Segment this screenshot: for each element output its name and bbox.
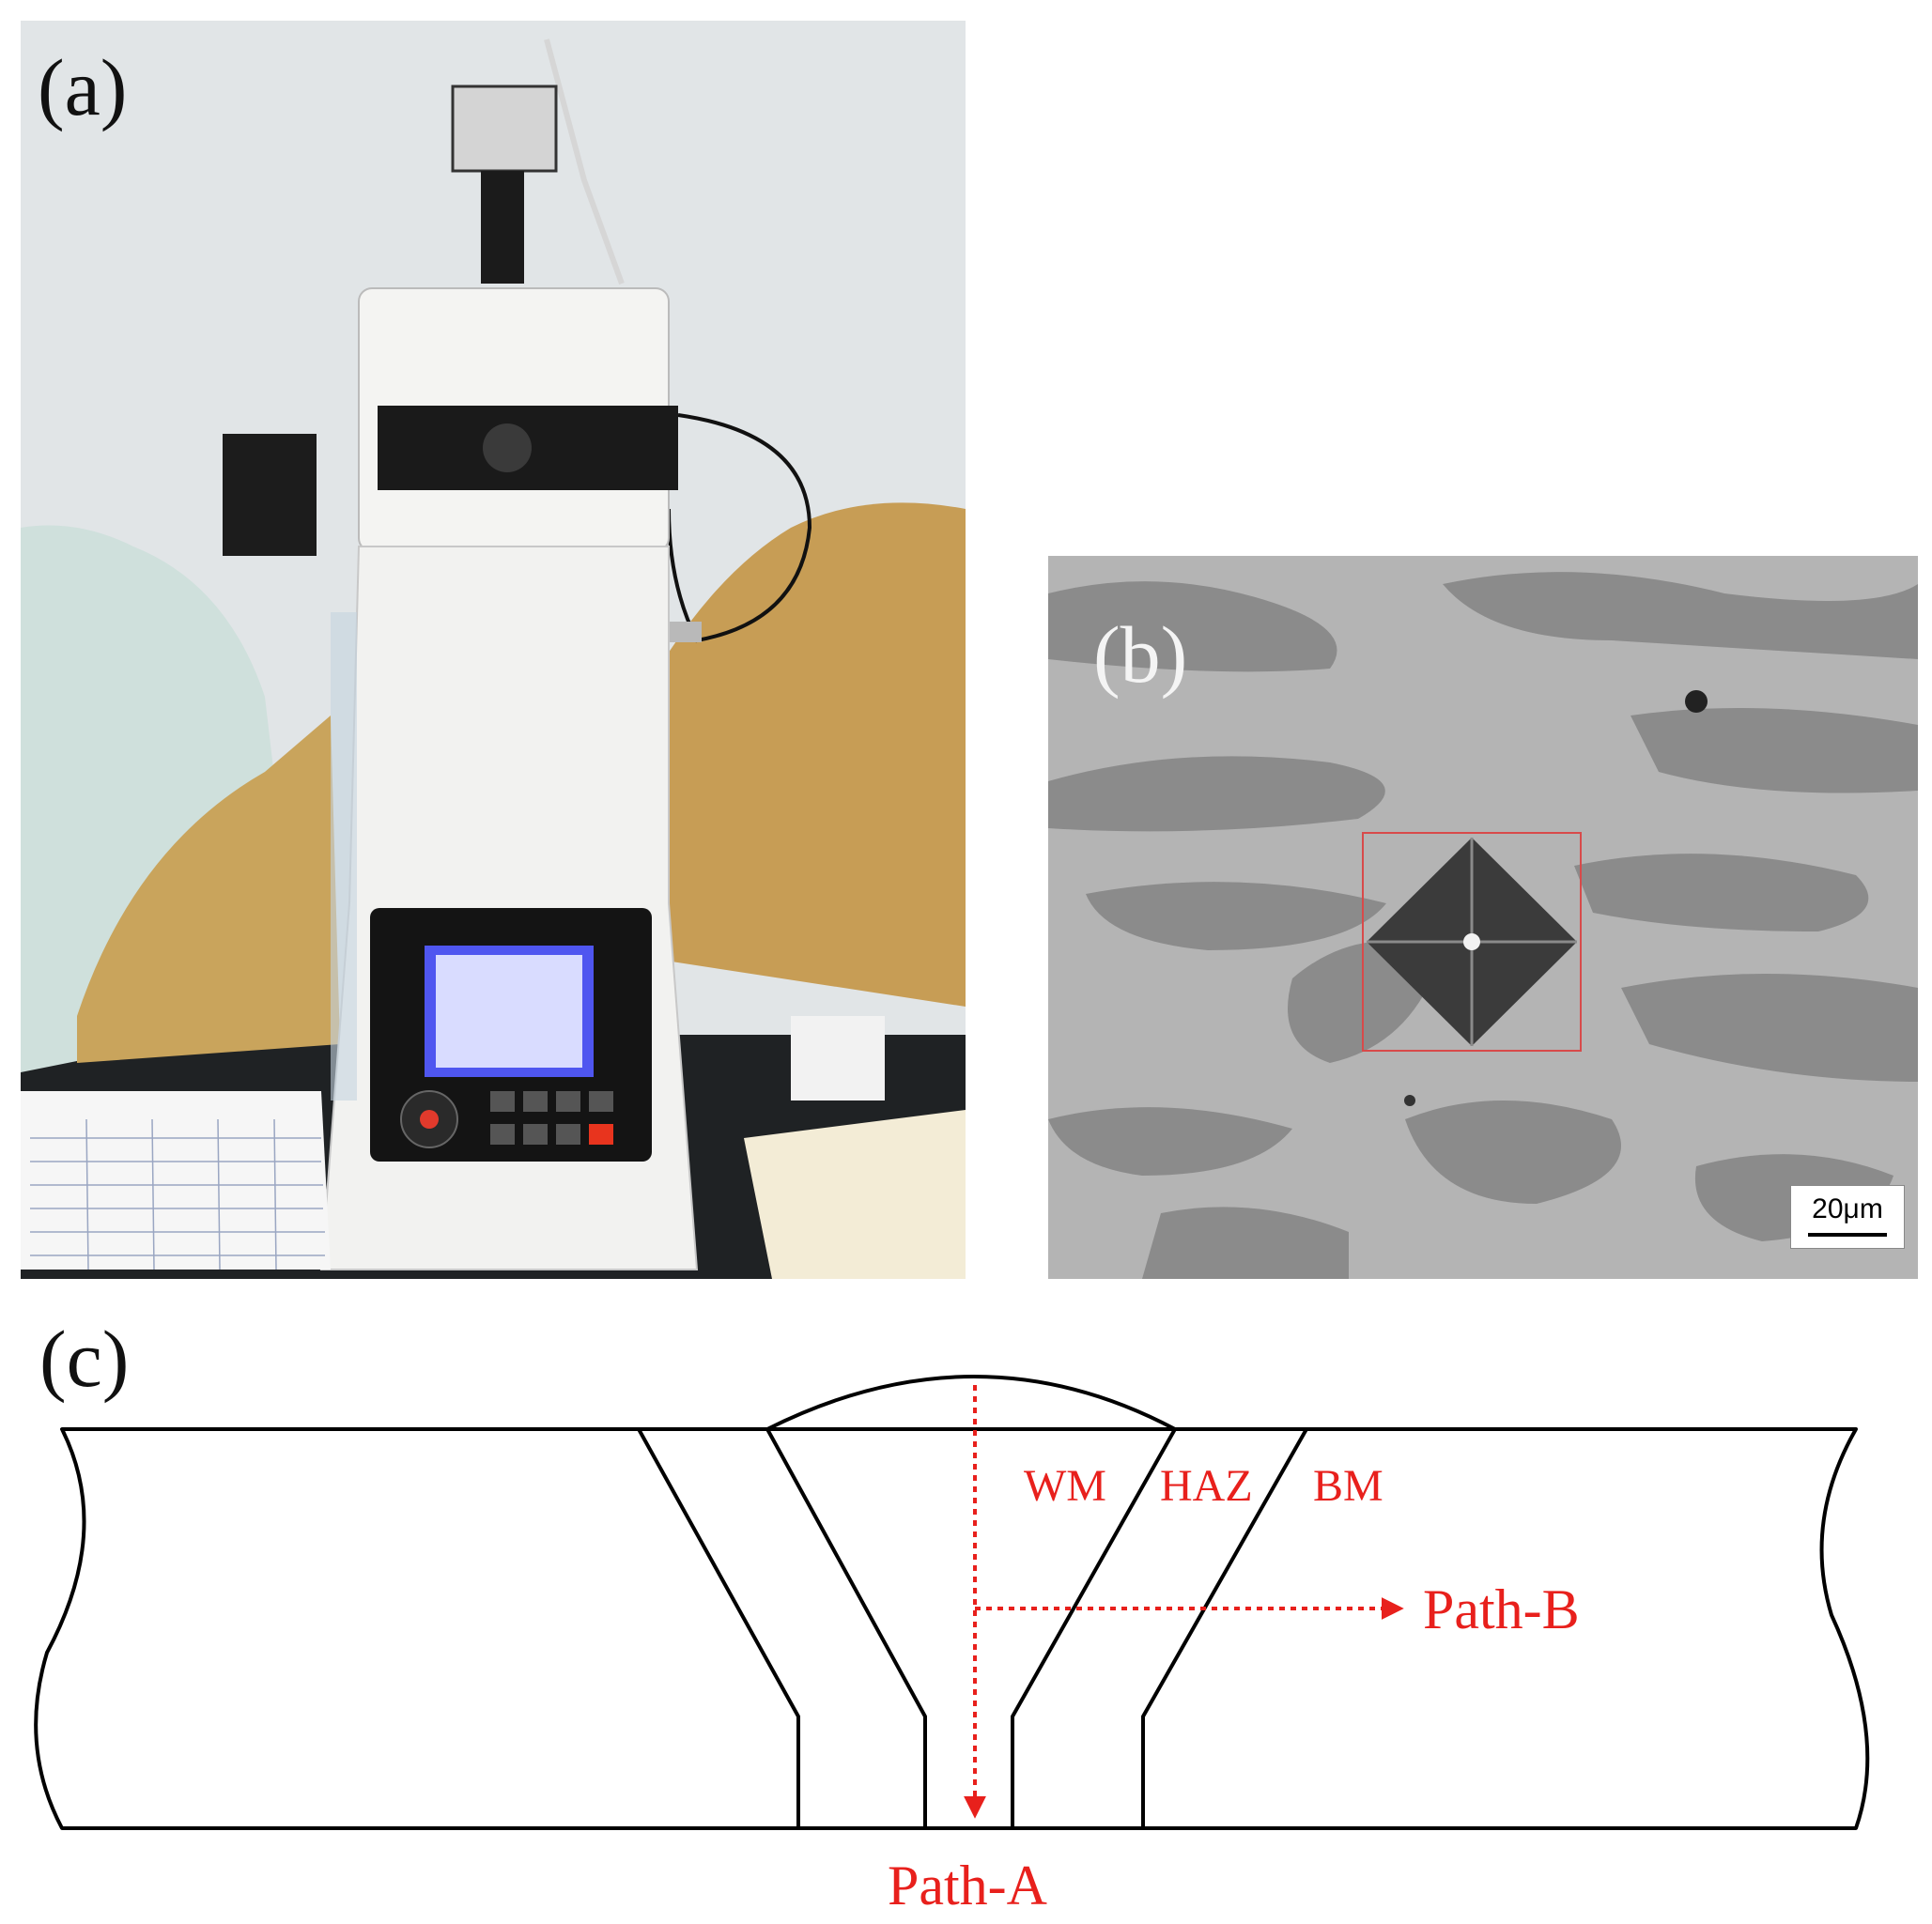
panel-label-b: (b) [1093, 609, 1188, 700]
haz-right-outer [1141, 1428, 1308, 1828]
cloth-gold-left [77, 716, 340, 1063]
micrograph-illustration [1048, 556, 1918, 1279]
path-b-label: Path-B [1423, 1578, 1580, 1640]
fusion-line-right [1011, 1428, 1177, 1828]
panel-label-a: (a) [38, 42, 128, 132]
cloth-gold-right [622, 502, 966, 1007]
weld-schematic: WM HAZ BM Path-B Path-A (c) [0, 1305, 1932, 1924]
hardness-tester-photo: (a) [21, 21, 966, 1279]
zone-label-haz: HAZ [1160, 1461, 1253, 1511]
zone-label-wm: WM [1024, 1461, 1106, 1511]
camera-tube [481, 171, 524, 284]
scale-bar-label: 20μm [1812, 1193, 1883, 1224]
measurement-box [1362, 832, 1582, 1052]
notebook [744, 1110, 966, 1279]
camera-body [451, 85, 558, 173]
side-camera [223, 434, 317, 556]
hardness-tester-illustration [21, 21, 966, 1279]
foam-block [791, 1016, 885, 1101]
plate-outline [34, 1427, 1870, 1830]
dark-phase-grains [1048, 572, 1918, 1279]
scale-bar: 20μm [1790, 1185, 1905, 1249]
path-a-label: Path-A [888, 1855, 1047, 1916]
weld-cap [766, 1375, 1176, 1431]
panel-label-c: (c) [39, 1314, 130, 1404]
zone-label-bm: BM [1313, 1461, 1383, 1511]
fusion-line-left [765, 1428, 927, 1828]
weld-cross-section: WM HAZ BM Path-B Path-A [34, 1375, 1870, 1916]
haz-left-outer [637, 1428, 800, 1828]
indentation-micrograph: (b) 20μm [1048, 556, 1918, 1279]
record-sheet [21, 1091, 331, 1270]
weld-outline [34, 1375, 1870, 1830]
